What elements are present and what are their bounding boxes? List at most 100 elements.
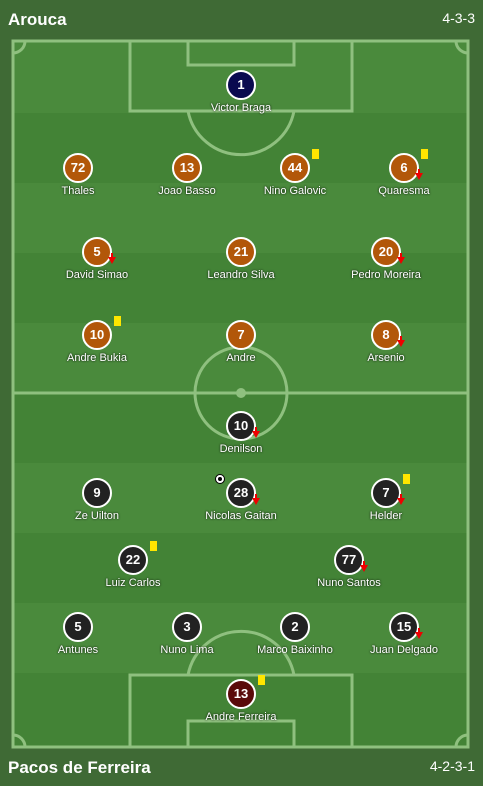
substitution-out-icon	[108, 253, 116, 264]
player-number-badge: 9	[82, 478, 112, 508]
player-name: Juan Delgado	[370, 644, 438, 656]
player-number: 7	[237, 327, 245, 342]
player-number-badge: 10	[82, 316, 121, 350]
player-number-badge: 44	[280, 149, 319, 183]
player-number-badge: 20	[371, 237, 405, 267]
home-team-name: Arouca	[8, 10, 67, 29]
center-spot	[236, 388, 246, 398]
player-number-badge: 2	[280, 612, 310, 642]
player-number-badge: 28	[215, 474, 260, 508]
player-name: Antunes	[57, 644, 99, 656]
player-name: Thales	[61, 185, 95, 197]
player-name: Nino Galovic	[263, 185, 327, 197]
player-number: 77	[341, 552, 357, 567]
player-number: 7	[382, 485, 390, 500]
player-number-badge: 6	[389, 149, 428, 183]
player-name: Quaresma	[378, 185, 430, 197]
player-number: 10	[233, 418, 249, 433]
player-number-badge: 10	[226, 411, 260, 441]
player-number: 15	[396, 619, 412, 634]
substitution-out-icon	[415, 628, 423, 639]
player-name: Nicolas Gaitan	[205, 510, 277, 522]
player-name: Andre	[226, 352, 256, 364]
player-number: 22	[125, 552, 141, 567]
player-number-badge: 5	[82, 237, 116, 267]
substitution-out-icon	[252, 427, 260, 438]
player-name: Leandro Silva	[207, 269, 275, 281]
player-number: 44	[287, 160, 303, 175]
player-name: Pedro Moreira	[351, 269, 421, 281]
player-number: 5	[74, 619, 82, 634]
player-number-badge: 7	[226, 320, 256, 350]
player-number: 10	[89, 327, 105, 342]
player-number: 9	[93, 485, 101, 500]
player-number: 21	[233, 244, 249, 259]
player-number: 28	[233, 485, 249, 500]
yellow-card-icon	[114, 316, 121, 326]
player-number: 6	[400, 160, 408, 175]
away-team-name: Pacos de Ferreira	[8, 758, 151, 777]
substitution-out-icon	[252, 494, 260, 505]
yellow-card-icon	[403, 474, 410, 484]
player-number: 13	[179, 160, 195, 175]
player-name: Denilson	[219, 443, 263, 455]
player-number: 2	[291, 619, 299, 634]
substitution-out-icon	[397, 253, 405, 264]
away-formation: 4-2-3-1	[429, 758, 475, 774]
home-formation: 4-3-3	[442, 10, 475, 26]
player-number-badge: 22	[118, 541, 157, 575]
player-number: 13	[233, 686, 249, 701]
player-number-badge: 13	[226, 675, 265, 709]
player-name: Arsenio	[367, 352, 405, 364]
player-number-badge: 8	[371, 320, 405, 350]
player-number-badge: 1	[226, 70, 256, 100]
player-number-badge: 3	[172, 612, 202, 642]
player-number-badge: 72	[63, 153, 93, 183]
player-number: 72	[70, 160, 86, 175]
player-number-badge: 13	[172, 153, 202, 183]
player-number: 1	[237, 77, 245, 92]
player-number-badge: 15	[389, 612, 423, 642]
player-name: Marco Baixinho	[257, 644, 333, 656]
player-name: Nuno Lima	[160, 644, 214, 656]
substitution-out-icon	[397, 494, 405, 505]
player-name: Andre Ferreira	[205, 711, 277, 723]
player-number-badge: 21	[226, 237, 256, 267]
player-number: 8	[382, 327, 390, 342]
player-name: Nuno Santos	[317, 577, 381, 589]
player-name: David Simao	[65, 269, 129, 281]
yellow-card-icon	[312, 149, 319, 159]
player-name: Helder	[369, 510, 403, 522]
player-name: Andre Bukia	[67, 352, 127, 364]
player-number-badge: 7	[371, 474, 410, 508]
yellow-card-icon	[258, 675, 265, 685]
player-number: 5	[93, 244, 101, 259]
yellow-card-icon	[150, 541, 157, 551]
player-name: Victor Braga	[210, 102, 272, 114]
goal-ball-icon	[215, 474, 225, 484]
substitution-out-icon	[360, 561, 368, 572]
substitution-out-icon	[397, 336, 405, 347]
